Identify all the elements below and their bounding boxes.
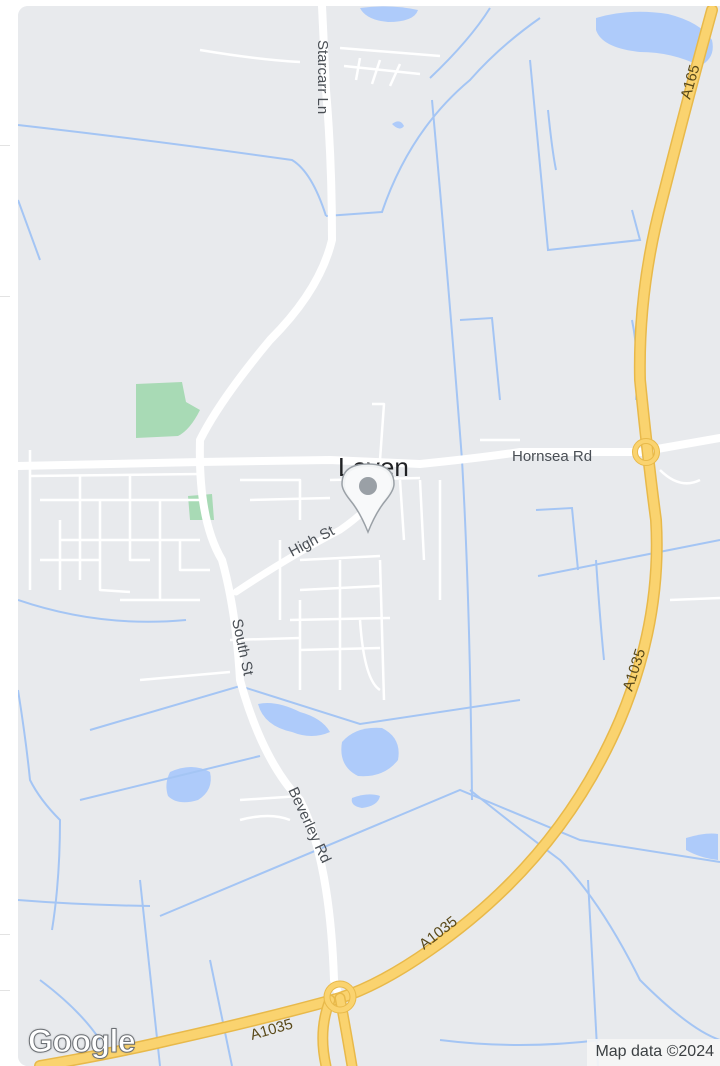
lake [351,794,380,808]
divider [0,934,10,935]
lake [596,11,713,66]
page-edge [0,0,18,1066]
google-logo: Google [27,1023,136,1060]
land-area [18,6,720,1066]
road-a1035-south [336,994,356,1066]
streams [18,7,720,1066]
map-canvas[interactable]: Starcarr Ln Hornsea Rd High St South St … [18,6,720,1066]
location-pin-icon[interactable] [341,463,395,535]
road-label: Starcarr Ln [314,40,331,114]
lake [360,6,418,23]
map-attribution[interactable]: Map data ©2024 [587,1039,720,1066]
divider [0,145,10,146]
pond [392,121,404,129]
divider [0,990,10,991]
road-a165-a1035 [35,6,717,1066]
divider [0,296,10,297]
roundabout [633,439,659,465]
water-bodies [166,6,718,860]
roundabouts [323,438,660,1014]
road-hornsea [18,434,720,470]
minor-streets [28,46,720,822]
map-view[interactable]: Starcarr Ln Hornsea Rd High St South St … [18,6,720,1066]
road-label: Hornsea Rd [512,448,592,465]
lake [686,833,718,860]
road-starcarr-south [195,6,344,1004]
lake [258,703,330,736]
park [136,382,200,438]
lake [341,727,399,777]
roundabout [324,981,356,1013]
